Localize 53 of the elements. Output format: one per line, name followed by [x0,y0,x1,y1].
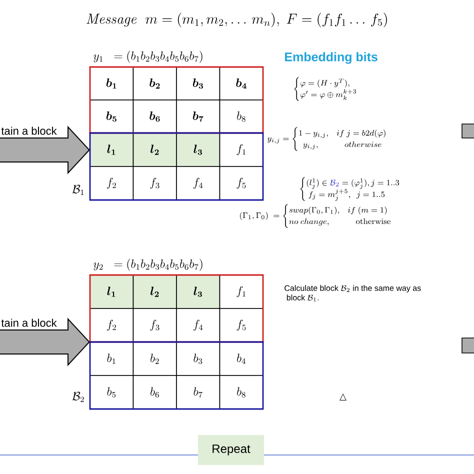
block-label: $\mathcal{B}_2$ [72,392,84,402]
formula: $\begin{cases}(l_j^1)\in {\color[HTML]{3333CC}\mathcal{B}_2} = (\varphi_j^1), j = 1..3\\ \ f_j = m_j^{j+5},\ \ j = 1..5\end{cases}$ [300,177,400,201]
table-cell: $b_3$ [176,342,220,376]
table-cell: $\boldsymbol{l_1}$ [90,132,134,167]
block-arrow [0,318,90,366]
table-cell: $f_1$ [219,274,264,309]
table-cell: $\boldsymbol{b_2}$ [132,66,177,100]
repeat-box: Repeat [198,435,264,465]
triangle-symbol: △ [340,394,346,400]
block-frame [89,274,264,343]
table-cell: $b_5$ [90,375,134,410]
table-cell: $b_2$ [132,342,177,376]
table-cell: $\boldsymbol{b_1}$ [90,66,134,100]
block-frame [89,66,264,134]
block-arrow [0,126,90,174]
arrow-label: tain a block [0,126,58,136]
table-cell: $f_3$ [132,166,177,200]
table-cell: $\boldsymbol{l_2}$ [132,274,177,309]
table-cell: $\boldsymbol{b_4}$ [219,66,264,100]
table-cell: $b_7$ [176,375,220,410]
formula: $(\Gamma_1,\Gamma_0)\ = \begin{cases}swap(\Gamma_0,\Gamma_1), & if\ (m=1)\\ no\ change, & \quad\mathrm{otherwise}\end{cases}$ [240,204,390,228]
table-cell: $\boldsymbol{l_3}$ [176,274,220,309]
table-cell: $\boldsymbol{l_2}$ [132,132,177,167]
block-label: $\mathcal{B}_1$ [72,184,84,195]
formula: $y_{i,j} = \begin{cases}1-y_{i,j}, & if\ j = b2d(\varphi)\\ \ \ y_{i,j}, & \quad otherwise\end{cases}$ [267,127,386,151]
table-cell: $\boldsymbol{b_3}$ [176,66,220,100]
table-cell: $b_1$ [90,342,134,376]
table-cell: $\boldsymbol{l_3}$ [176,132,220,167]
block-frame [89,132,264,201]
table-cell: $f_2$ [90,166,134,200]
formula: $\begin{array}{l}\text{Calculate block }\mathcal{B}_2\text{ in the same way as}\\ \ \text{block }\mathcal{B}_1.\end{array}$ [284,285,421,302]
table-cell: $b_8$ [219,375,264,410]
block-frame [89,341,264,410]
arrow-label: tain a block [0,318,58,328]
table-cell: $f_1$ [219,132,264,167]
vector-label: $y_2\ \ = (b_1b_2b_3b_4b_5b_6b_7)$ [94,258,202,271]
table-cell: $f_5$ [219,308,264,342]
table-cell: $b_6$ [132,375,177,410]
title: $\mathit{Message}\ \ m = (m_1, m_2,\ldots\, m_n),\ F = (f_1 f_1 \ldots\, f_5)$ [86,12,387,28]
table-cell: $f_4$ [176,166,220,200]
vector-label: $y_1\ \ = (b_1b_2b_3b_4b_5b_6b_7)$ [94,50,202,63]
table-cell: $b_4$ [219,342,264,376]
table-cell: $\boldsymbol{b_7}$ [176,100,220,134]
table-cell: $b_8$ [219,100,264,134]
table-cell: $\boldsymbol{l_1}$ [90,274,134,309]
section-heading: Embedding bits [285,52,378,64]
table-cell: $f_5$ [219,166,264,200]
table-cell: $f_3$ [132,308,177,342]
formula: $\begin{cases}\varphi = (H\cdot y^T),\\ \varphi' = \varphi \oplus m_k^{k+3}\end{cases}$ [294,77,356,101]
table-cell: $f_2$ [90,308,134,342]
table-cell: $\boldsymbol{b_6}$ [132,100,177,134]
table-cell: $\boldsymbol{b_5}$ [90,100,134,134]
table-cell: $f_4$ [176,308,220,342]
